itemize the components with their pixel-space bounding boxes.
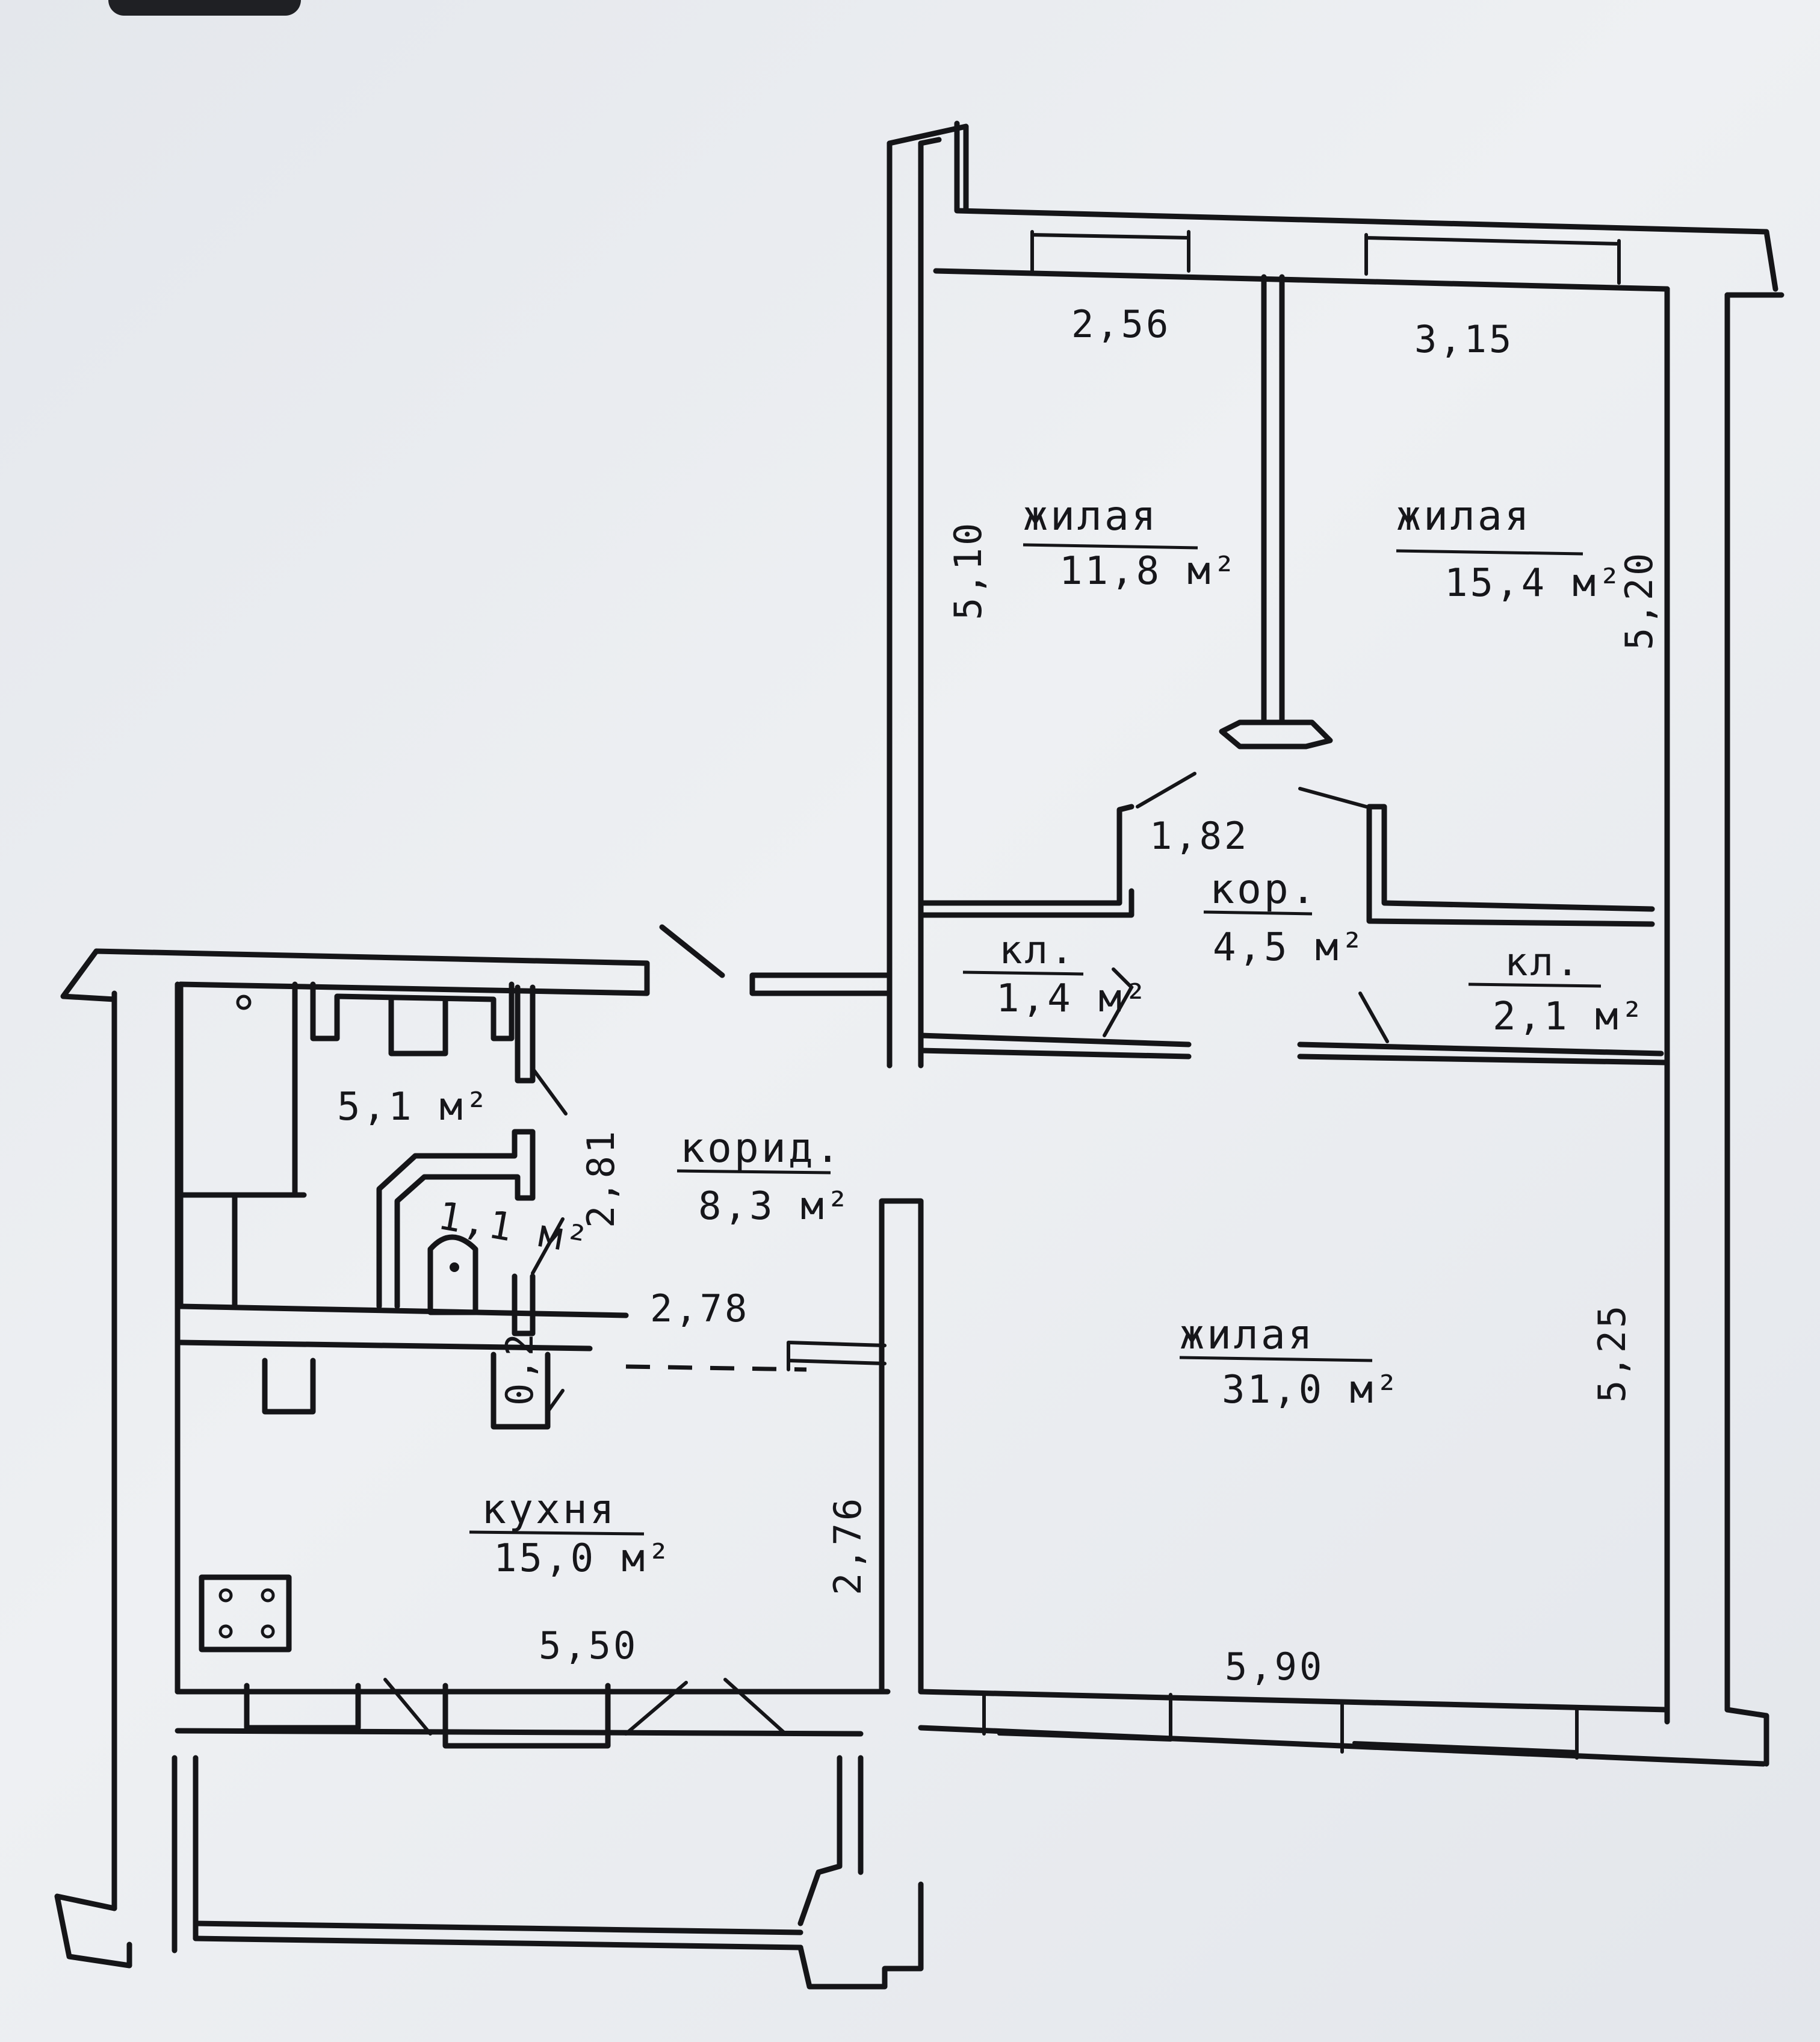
interior-walls [178, 274, 1670, 1749]
room-area-corridor-main: 8,3 м² [698, 1184, 852, 1229]
room-name-living-3: жилая [1180, 1311, 1315, 1359]
dim-corridor-small-width: 1,82 [1150, 814, 1249, 858]
room-name-kitchen: кухня [481, 1486, 617, 1533]
dim-kitchen-depth: 2,76 [826, 1496, 870, 1595]
dim-kitchen-width: 5,50 [539, 1624, 638, 1668]
dim-living1-width: 2,56 [1071, 302, 1171, 346]
dim-niche: 0,2 [498, 1331, 542, 1406]
room-area-living-3: 31,0 м² [1222, 1368, 1401, 1412]
dim-living3-depth: 5,25 [1590, 1303, 1634, 1403]
room-name-corridor-main: корид. [680, 1125, 843, 1172]
room-area-corridor-small: 4,5 м² [1213, 925, 1366, 970]
exterior-walls [54, 120, 1784, 1990]
room-name-closet-left: кл. [999, 928, 1076, 973]
dim-living2-depth: 5,20 [1617, 551, 1661, 650]
photo-corner-shadow [108, 0, 301, 16]
room-area-closet-right: 2,1 м² [1493, 995, 1646, 1039]
dim-corridor-main-depth: 2,81 [579, 1129, 623, 1228]
room-name-living-2: жилая [1396, 492, 1532, 540]
room-name-living-1: жилая [1023, 492, 1159, 540]
dim-living3-width: 5,90 [1225, 1645, 1324, 1689]
room-name-closet-right: кл. [1505, 940, 1582, 985]
room-area-living-1: 11,8 м² [1059, 549, 1239, 594]
room-area-living-2: 15,4 м² [1444, 561, 1624, 606]
room-area-bathroom: 5,1 м² [337, 1085, 491, 1129]
room-area-toilet: 1,1 м² [435, 1194, 593, 1264]
dimension-labels: 2,56 5,10 3,15 5,20 1,82 2,81 2,78 0,2 5… [498, 302, 1661, 1689]
room-area-closet-left: 1,4 м² [996, 976, 1150, 1021]
room-name-corridor-small: кор. [1210, 866, 1318, 913]
dim-living2-width: 3,15 [1414, 317, 1514, 361]
room-labels: жилая 11,8 м² жилая 15,4 м² жилая 31,0 м… [337, 492, 1646, 1581]
room-area-kitchen: 15,0 м² [494, 1536, 673, 1581]
dim-living1-depth: 5,10 [946, 521, 990, 620]
dim-corridor-main-width: 2,78 [650, 1286, 749, 1330]
